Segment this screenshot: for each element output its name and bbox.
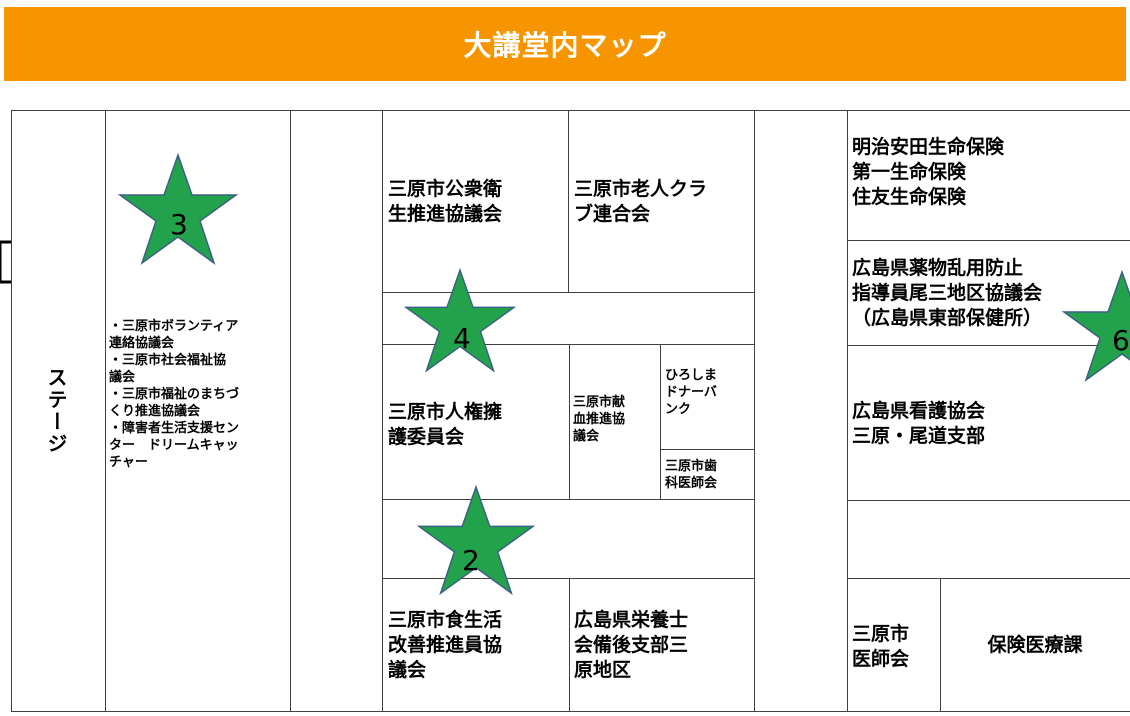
booth-food-life-label: 三原市食生活 改善推進員協 議会 [388, 609, 503, 681]
booth-public-health-label: 三原市公衆衛 生推進協議会 [388, 178, 503, 225]
booth-insurance-division-label: 保険医療課 [987, 633, 1083, 656]
star-number-6: 6 [1112, 324, 1130, 357]
booth-dental-label: 三原市歯 科医師会 [665, 459, 718, 491]
booth-nursing-label: 広島県看護協会 三原・尾道支部 [852, 400, 986, 447]
star-marker-4 [403, 267, 517, 373]
aisle-1 [290, 110, 383, 712]
star-number-3: 3 [170, 208, 188, 241]
booth-medical-assoc [847, 578, 941, 712]
booth-insurance-label: 明治安田生命保険 第一生命保険 住友生命保険 [852, 136, 1005, 208]
booth-insurance-division [940, 578, 1130, 712]
booth-drug-abuse [847, 240, 1130, 346]
star-marker-2 [416, 484, 536, 596]
booth-nursing [847, 345, 1130, 501]
booth-blood-donation-label: 三原市献 血推進協 議会 [573, 395, 626, 444]
left-booth-list: ・三原市ボランティア 連絡協議会 ・三原市社会福祉協 議会 ・三原市福祉のまちづ… [109, 319, 240, 470]
star-number-2: 2 [462, 544, 480, 577]
booth-elders-club-label: 三原市老人クラ ブ連合会 [574, 178, 708, 225]
booth-food-life [382, 578, 570, 712]
star-marker-3 [117, 152, 239, 265]
star-marker-6 [1061, 269, 1130, 382]
booth-medical-assoc-label: 三原市 医師会 [852, 623, 910, 670]
booth-donor-bank-label: ひろしま ドナーバ ンク [665, 368, 718, 417]
booth-dietitians [569, 578, 755, 712]
booth-public-health [382, 110, 569, 293]
booth-drug-abuse-label: 広島県薬物乱用防止 指導員尾三地区協議会 （広島県東部保健所） [852, 257, 1043, 329]
star-number-4: 4 [453, 322, 471, 355]
stage-label: ステージ [44, 367, 68, 455]
map-title-banner: 大講堂内マップ [4, 7, 1126, 81]
booth-dietitians-label: 広島県栄養士 会備後支部三 原地区 [574, 609, 689, 681]
booth-donor-bank [660, 344, 755, 450]
booth-elders-club [568, 110, 755, 293]
booth-blood-donation [569, 344, 661, 500]
map-title: 大講堂内マップ [463, 29, 667, 62]
booth-human-rights-label: 三原市人権擁 護委員会 [388, 401, 503, 448]
aisle-2 [754, 110, 848, 712]
